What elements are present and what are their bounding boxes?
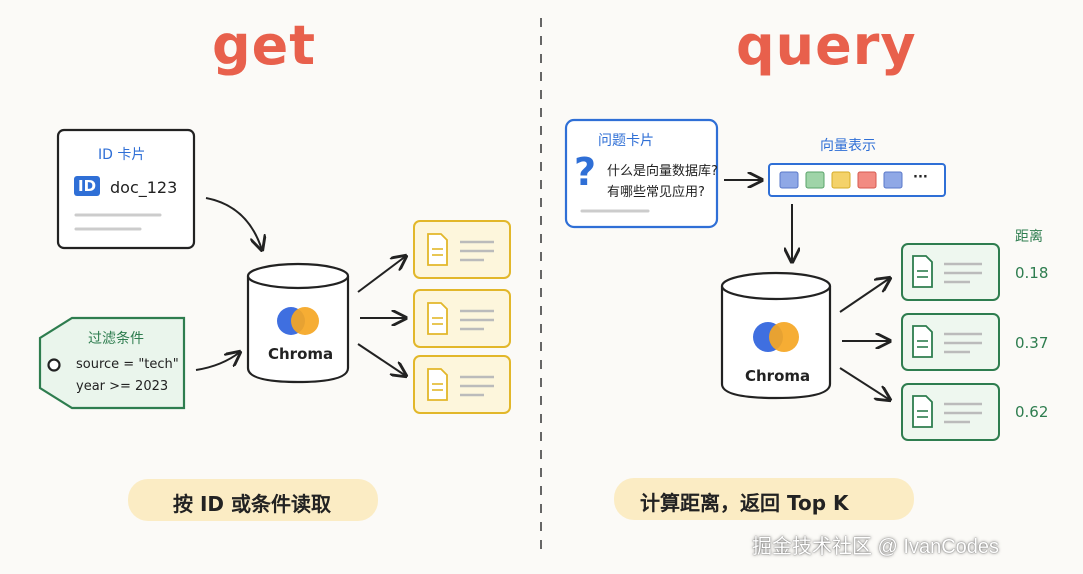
result-doc-left-1 — [413, 220, 511, 279]
result-doc-right-2 — [901, 313, 1000, 371]
result-doc-right-1 — [901, 243, 1000, 301]
id-card — [56, 128, 196, 250]
id-card-title: ID 卡片 — [98, 147, 146, 163]
result-doc-right-3 — [901, 383, 1000, 441]
chroma-db-left — [246, 262, 350, 384]
distance-value-3: 0.62 — [1015, 403, 1049, 421]
question-line-2: 有哪些常见应用? — [607, 185, 705, 200]
distance-title: 距离 — [1015, 229, 1043, 245]
chroma-db-right — [720, 271, 832, 400]
vector-bar — [768, 163, 946, 197]
vector-ellipsis: ··· — [913, 170, 928, 185]
question-card — [564, 118, 719, 229]
distance-value-1: 0.18 — [1015, 264, 1049, 282]
left-title: get — [212, 14, 317, 77]
id-badge: ID — [74, 176, 101, 196]
chroma-label-right: Chroma — [745, 367, 811, 385]
watermark: 掘金技术社区 @ IvanCodes — [752, 536, 1000, 558]
filter-tag — [38, 316, 186, 410]
filter-line-2: year >= 2023 — [76, 379, 169, 394]
vector-title: 向量表示 — [820, 138, 876, 154]
question-card-title: 问题卡片 — [598, 133, 654, 149]
caption-bg-right — [614, 478, 914, 520]
question-icon: ? — [574, 150, 597, 194]
filter-card-title: 过滤条件 — [88, 331, 144, 347]
result-doc-left-3 — [413, 355, 511, 414]
caption-left: 按 ID 或条件读取 — [173, 492, 331, 516]
caption-right: 计算距离，返回 Top K — [640, 491, 849, 515]
question-line-1: 什么是向量数据库? — [607, 164, 718, 179]
chroma-label-left: Chroma — [268, 345, 334, 363]
right-title: query — [736, 14, 917, 77]
filter-line-1: source = "tech" — [76, 357, 179, 372]
distance-value-2: 0.37 — [1015, 334, 1049, 352]
id-card-value: doc_123 — [110, 178, 178, 197]
result-doc-left-2 — [413, 289, 511, 348]
caption-bg-left — [128, 479, 378, 521]
